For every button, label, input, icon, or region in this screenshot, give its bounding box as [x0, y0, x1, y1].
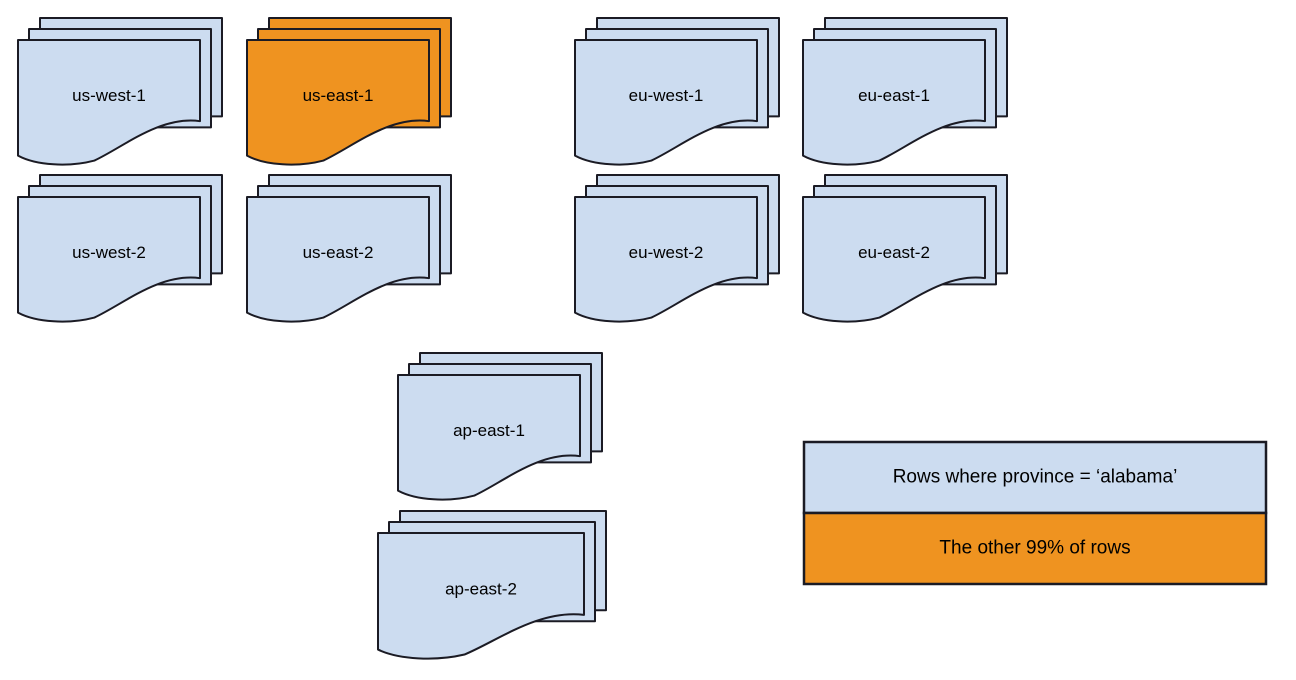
stack-front-sheet	[17, 196, 201, 323]
document-stack-us-east-2[interactable]: us-east-2	[246, 174, 452, 323]
document-stack-ap-east-1[interactable]: ap-east-1	[397, 352, 603, 501]
document-stack-us-west-1[interactable]: us-west-1	[17, 17, 223, 166]
stack-label: ap-east-2	[445, 580, 517, 599]
document-stack-eu-east-2[interactable]: eu-east-2	[802, 174, 1008, 323]
document-stack-eu-west-2[interactable]: eu-west-2	[574, 174, 780, 323]
document-stack-eu-east-1[interactable]: eu-east-1	[802, 17, 1008, 166]
legend-row-other-label: The other 99% of rows	[939, 538, 1130, 559]
stack-label: us-east-2	[303, 243, 374, 262]
stack-front-sheet	[802, 196, 986, 323]
document-stack-us-east-1[interactable]: us-east-1	[246, 17, 452, 166]
stack-label: us-west-1	[72, 86, 146, 105]
legend-row-alabama-swatch	[802, 440, 1268, 515]
stack-front-sheet	[17, 39, 201, 166]
stack-label: us-west-2	[72, 243, 146, 262]
document-stack-eu-west-1[interactable]: eu-west-1	[574, 17, 780, 166]
document-stacks-layer: us-west-1 us-east-1 eu-west-1 eu-east-1 us-w…	[17, 17, 1008, 660]
stack-front-sheet	[574, 196, 758, 323]
legend-row-other-swatch	[802, 511, 1268, 586]
document-stack-us-west-2[interactable]: us-west-2	[17, 174, 223, 323]
stack-label: eu-west-2	[629, 243, 704, 262]
stack-front-sheet	[246, 39, 430, 166]
legend: Rows where province = ‘alabama’ The other…	[802, 440, 1268, 586]
stack-front-sheet	[377, 532, 585, 660]
stack-front-sheet	[574, 39, 758, 166]
stack-label: us-east-1	[303, 86, 374, 105]
legend-row-alabama-label: Rows where province = ‘alabama’	[893, 467, 1178, 488]
stack-front-sheet	[397, 374, 581, 501]
document-stack-ap-east-2[interactable]: ap-east-2	[377, 510, 607, 660]
stack-label: eu-east-1	[858, 86, 930, 105]
stack-label: ap-east-1	[453, 421, 525, 440]
stack-front-sheet	[802, 39, 986, 166]
stack-label: eu-east-2	[858, 243, 930, 262]
stack-label: eu-west-1	[629, 86, 704, 105]
stack-front-sheet	[246, 196, 430, 323]
